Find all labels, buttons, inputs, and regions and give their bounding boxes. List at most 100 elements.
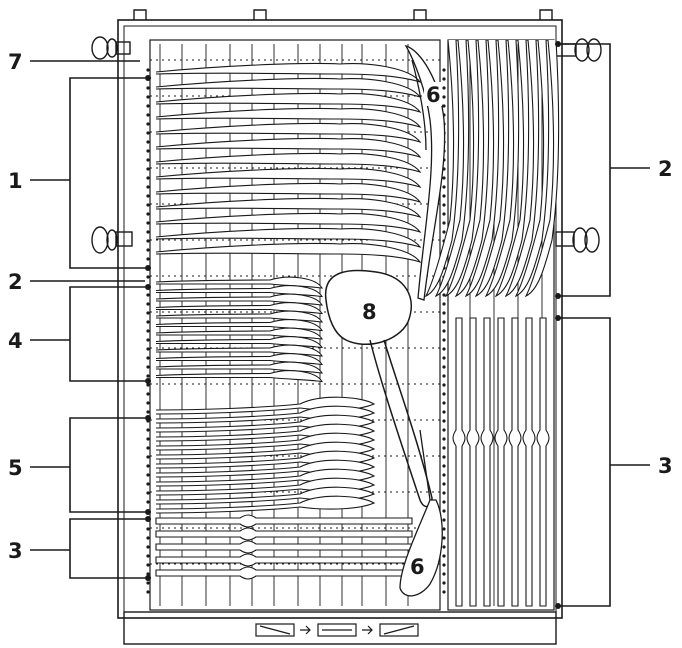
rail-marker [442, 410, 446, 414]
rail-marker [146, 374, 150, 378]
knives-group-3-right [452, 317, 550, 607]
clip-wheel-top-left [91, 36, 131, 60]
rail-marker [442, 437, 446, 441]
rail-marker [442, 563, 446, 567]
callout-6-bottom: 6 [410, 555, 425, 579]
rail-marker [146, 482, 150, 486]
rail-marker [442, 581, 446, 585]
rail-marker [146, 131, 150, 135]
fork [524, 39, 560, 298]
arrow-right-icon [300, 625, 311, 635]
spoon [155, 450, 376, 469]
rail-marker [146, 464, 150, 468]
rail-marker [442, 518, 446, 522]
rail-marker [146, 158, 150, 162]
callout-7: 7 [8, 50, 23, 74]
rail-marker [146, 221, 150, 225]
rail-marker [146, 176, 150, 180]
knife [508, 317, 522, 607]
tray-position-2-icon [317, 623, 357, 637]
teaspoon [155, 293, 324, 306]
callout-8: 8 [362, 300, 377, 324]
rail-marker [442, 473, 446, 477]
rail-marker [146, 203, 150, 207]
rail-marker [442, 545, 446, 549]
knife [522, 317, 536, 607]
fork [155, 242, 422, 263]
rail-marker [442, 68, 446, 72]
rail-marker [146, 239, 150, 243]
teaspoon [155, 370, 324, 383]
rail-marker [442, 491, 446, 495]
rail-marker [146, 536, 150, 540]
spoon [155, 414, 376, 433]
rail-marker [146, 185, 150, 189]
rail-marker [442, 428, 446, 432]
fork [514, 39, 550, 298]
clip-wheel-mid-left [91, 226, 133, 254]
rail-marker [442, 554, 446, 558]
callout-dots [145, 41, 561, 609]
rail-marker [442, 338, 446, 342]
fork [464, 39, 500, 298]
rail-marker [442, 176, 446, 180]
rail-marker [442, 509, 446, 513]
knife [155, 527, 413, 541]
rail-marker [442, 185, 446, 189]
callout-2-left: 2 [8, 270, 23, 294]
rail-marker [442, 86, 446, 90]
knife [480, 317, 494, 607]
arrow-right-icon [362, 625, 373, 635]
rail-marker [442, 293, 446, 297]
rail-marker [146, 212, 150, 216]
teaspoon [155, 285, 324, 298]
fork [474, 39, 510, 298]
spoons-group-5 [155, 396, 376, 514]
rail-marker [146, 437, 150, 441]
callout-4: 4 [8, 329, 23, 353]
loading-sequence [255, 623, 419, 637]
rail-marker [146, 230, 150, 234]
teaspoon [155, 353, 324, 366]
rail-marker [146, 302, 150, 306]
rail-marker [146, 68, 150, 72]
spoon [155, 423, 376, 442]
teaspoon [155, 302, 324, 315]
rail-marker [146, 248, 150, 252]
rail-marker [442, 464, 446, 468]
rail-marker [442, 419, 446, 423]
rail-marker [146, 554, 150, 558]
knife [466, 317, 480, 607]
rail-marker [146, 167, 150, 171]
fork [494, 39, 530, 298]
rail-marker [146, 95, 150, 99]
rail-marker [442, 482, 446, 486]
fork [155, 212, 422, 233]
tray-frame [117, 9, 563, 645]
forks-group-2-right [424, 39, 560, 298]
teaspoon [155, 319, 324, 332]
spoon [155, 486, 376, 505]
rail-marker [146, 86, 150, 90]
fork [444, 39, 480, 298]
knife [494, 317, 508, 607]
rail-marker [146, 293, 150, 297]
rail-marker [146, 104, 150, 108]
rail-marker [442, 320, 446, 324]
fork [155, 182, 422, 203]
fork [454, 39, 490, 298]
teaspoon [155, 336, 324, 349]
rail-marker [146, 356, 150, 360]
rail-marker [146, 563, 150, 567]
rail-marker [146, 194, 150, 198]
teaspoon [155, 310, 324, 323]
clip-wheel-mid-right [555, 227, 600, 253]
rail-marker [442, 203, 446, 207]
teaspoon [155, 344, 324, 357]
spoon [155, 405, 376, 424]
spoon [155, 477, 376, 496]
callout-6-top: 6 [426, 83, 441, 107]
rail-marker [442, 527, 446, 531]
rail-marker [146, 347, 150, 351]
